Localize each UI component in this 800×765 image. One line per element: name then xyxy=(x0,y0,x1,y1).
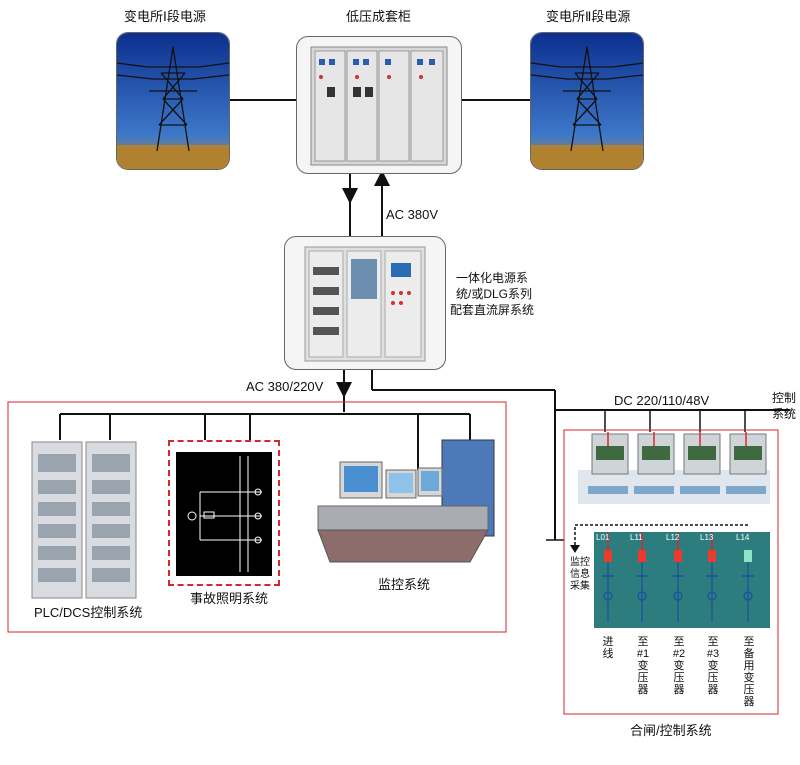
panel-label-1: L01 xyxy=(596,533,610,542)
power-tower-right-image xyxy=(530,32,644,170)
feeder-label-t3: 至#3变压器 xyxy=(706,636,720,696)
right-source-label: 变电所Ⅱ段电源 xyxy=(546,9,631,24)
feeder-label-t1: 至#1变压器 xyxy=(636,636,650,696)
ac380-220-label: AC 380/220V xyxy=(246,379,324,394)
monitoring-system-label: 监控系统 xyxy=(378,577,431,592)
dc-label: DC 220/110/48V xyxy=(614,393,710,408)
plc-dcs-cabinets-image xyxy=(30,440,140,600)
plc-dcs-label: PLC/DCS控制系统 xyxy=(34,605,143,620)
feeder-label-spare: 至备用变压器 xyxy=(743,636,755,708)
panel-label-2: L11 xyxy=(630,533,643,542)
integrated-line-2: 统/或DLG系列 xyxy=(456,287,533,301)
switchgear-panel-image xyxy=(594,532,770,628)
emergency-lighting-frame xyxy=(168,440,280,586)
monitor-collect-3: 采集 xyxy=(570,581,590,592)
panel-label-3: L12 xyxy=(666,533,680,542)
integrated-line-3: 配套直流屏系统 xyxy=(450,303,535,317)
integrated-power-cabinet-image xyxy=(284,236,446,370)
control-cabinet-strip-image xyxy=(578,432,770,514)
low-voltage-cabinet-label: 低压成套柜 xyxy=(346,9,412,24)
feeder-label-t2: 至#2变压器 xyxy=(672,636,686,696)
ac380-label: AC 380V xyxy=(386,207,439,222)
low-voltage-cabinet-image xyxy=(296,36,462,174)
panel-label-4: L13 xyxy=(700,533,714,542)
feeder-label-incoming: 进线 xyxy=(602,636,614,660)
emergency-lighting-label: 事故照明系统 xyxy=(190,591,269,606)
panel-label-5: L14 xyxy=(736,533,750,542)
left-source-label: 变电所Ⅰ段电源 xyxy=(124,9,206,24)
control-label-1: 控制 xyxy=(772,391,797,405)
monitoring-console-image xyxy=(310,436,498,566)
monitor-collect-2: 信息 xyxy=(570,569,590,580)
integrated-line-1: 一体化电源系 xyxy=(456,271,529,285)
power-tower-left-image xyxy=(116,32,230,170)
monitor-collect-1: 监控 xyxy=(570,557,590,568)
closing-control-label: 合闸/控制系统 xyxy=(630,723,712,738)
control-label-2: 系统 xyxy=(772,407,797,421)
